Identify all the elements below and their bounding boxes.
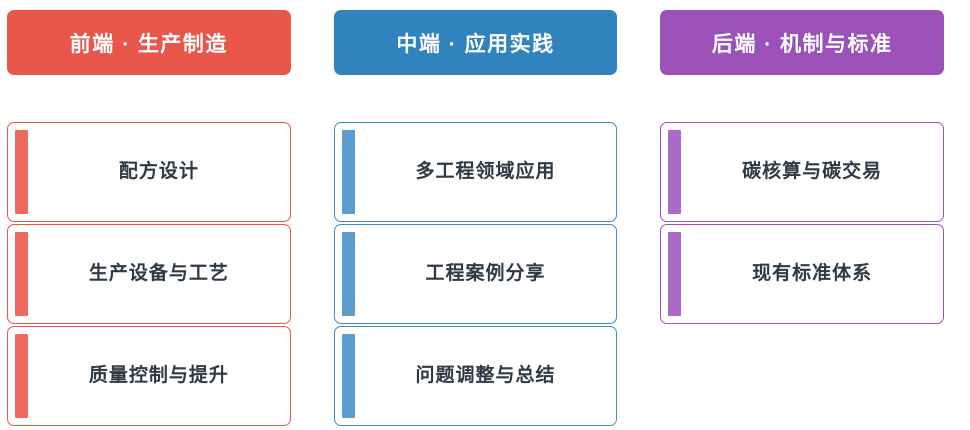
card-item[interactable]: 工程案例分享 [333, 224, 618, 324]
card-item[interactable]: 多工程领域应用 [333, 122, 618, 222]
card-item[interactable]: 碳核算与碳交易 [660, 122, 945, 222]
card-item-label: 现有标准体系 [752, 262, 873, 284]
accent-bar-icon [668, 232, 682, 316]
column-header-label: 后端 · 机制与标准 [711, 32, 893, 56]
column-header-back-end[interactable]: 后端 · 机制与标准 [660, 10, 945, 75]
card-item[interactable]: 现有标准体系 [660, 224, 945, 324]
column-middle-end: 中端 · 应用实践多工程领域应用工程案例分享问题调整与总结 [333, 10, 618, 426]
accent-bar-icon [15, 334, 28, 418]
column-header-middle-end[interactable]: 中端 · 应用实践 [333, 10, 618, 75]
card-list-front-end: 配方设计生产设备与工艺质量控制与提升 [7, 122, 291, 428]
column-spacer [660, 326, 944, 424]
card-item[interactable]: 配方设计 [7, 122, 291, 222]
card-list-middle-end: 多工程领域应用工程案例分享问题调整与总结 [333, 122, 618, 428]
column-header-front-end[interactable]: 前端 · 生产制造 [7, 10, 291, 75]
column-back-end: 后端 · 机制与标准碳核算与碳交易现有标准体系 [660, 10, 945, 424]
card-item-label: 配方设计 [118, 160, 199, 182]
card-item[interactable]: 质量控制与提升 [7, 326, 291, 426]
accent-bar-icon [15, 130, 28, 214]
card-item[interactable]: 问题调整与总结 [333, 326, 618, 426]
accent-bar-icon [341, 130, 355, 214]
column-front-end: 前端 · 生产制造配方设计生产设备与工艺质量控制与提升 [7, 10, 291, 426]
card-item[interactable]: 生产设备与工艺 [7, 224, 291, 324]
accent-bar-icon [341, 334, 355, 418]
card-item-label: 碳核算与碳交易 [742, 160, 883, 182]
card-item-label: 质量控制与提升 [88, 364, 229, 386]
column-header-label: 前端 · 生产制造 [69, 32, 228, 56]
card-item-label: 工程案例分享 [425, 262, 546, 284]
column-header-label: 中端 · 应用实践 [396, 32, 555, 56]
accent-bar-icon [668, 130, 682, 214]
accent-bar-icon [341, 232, 355, 316]
accent-bar-icon [15, 232, 28, 316]
card-item-label: 生产设备与工艺 [88, 262, 229, 284]
card-item-label: 问题调整与总结 [415, 364, 556, 386]
card-list-back-end: 碳核算与碳交易现有标准体系 [660, 122, 945, 424]
card-item-label: 多工程领域应用 [415, 160, 556, 182]
